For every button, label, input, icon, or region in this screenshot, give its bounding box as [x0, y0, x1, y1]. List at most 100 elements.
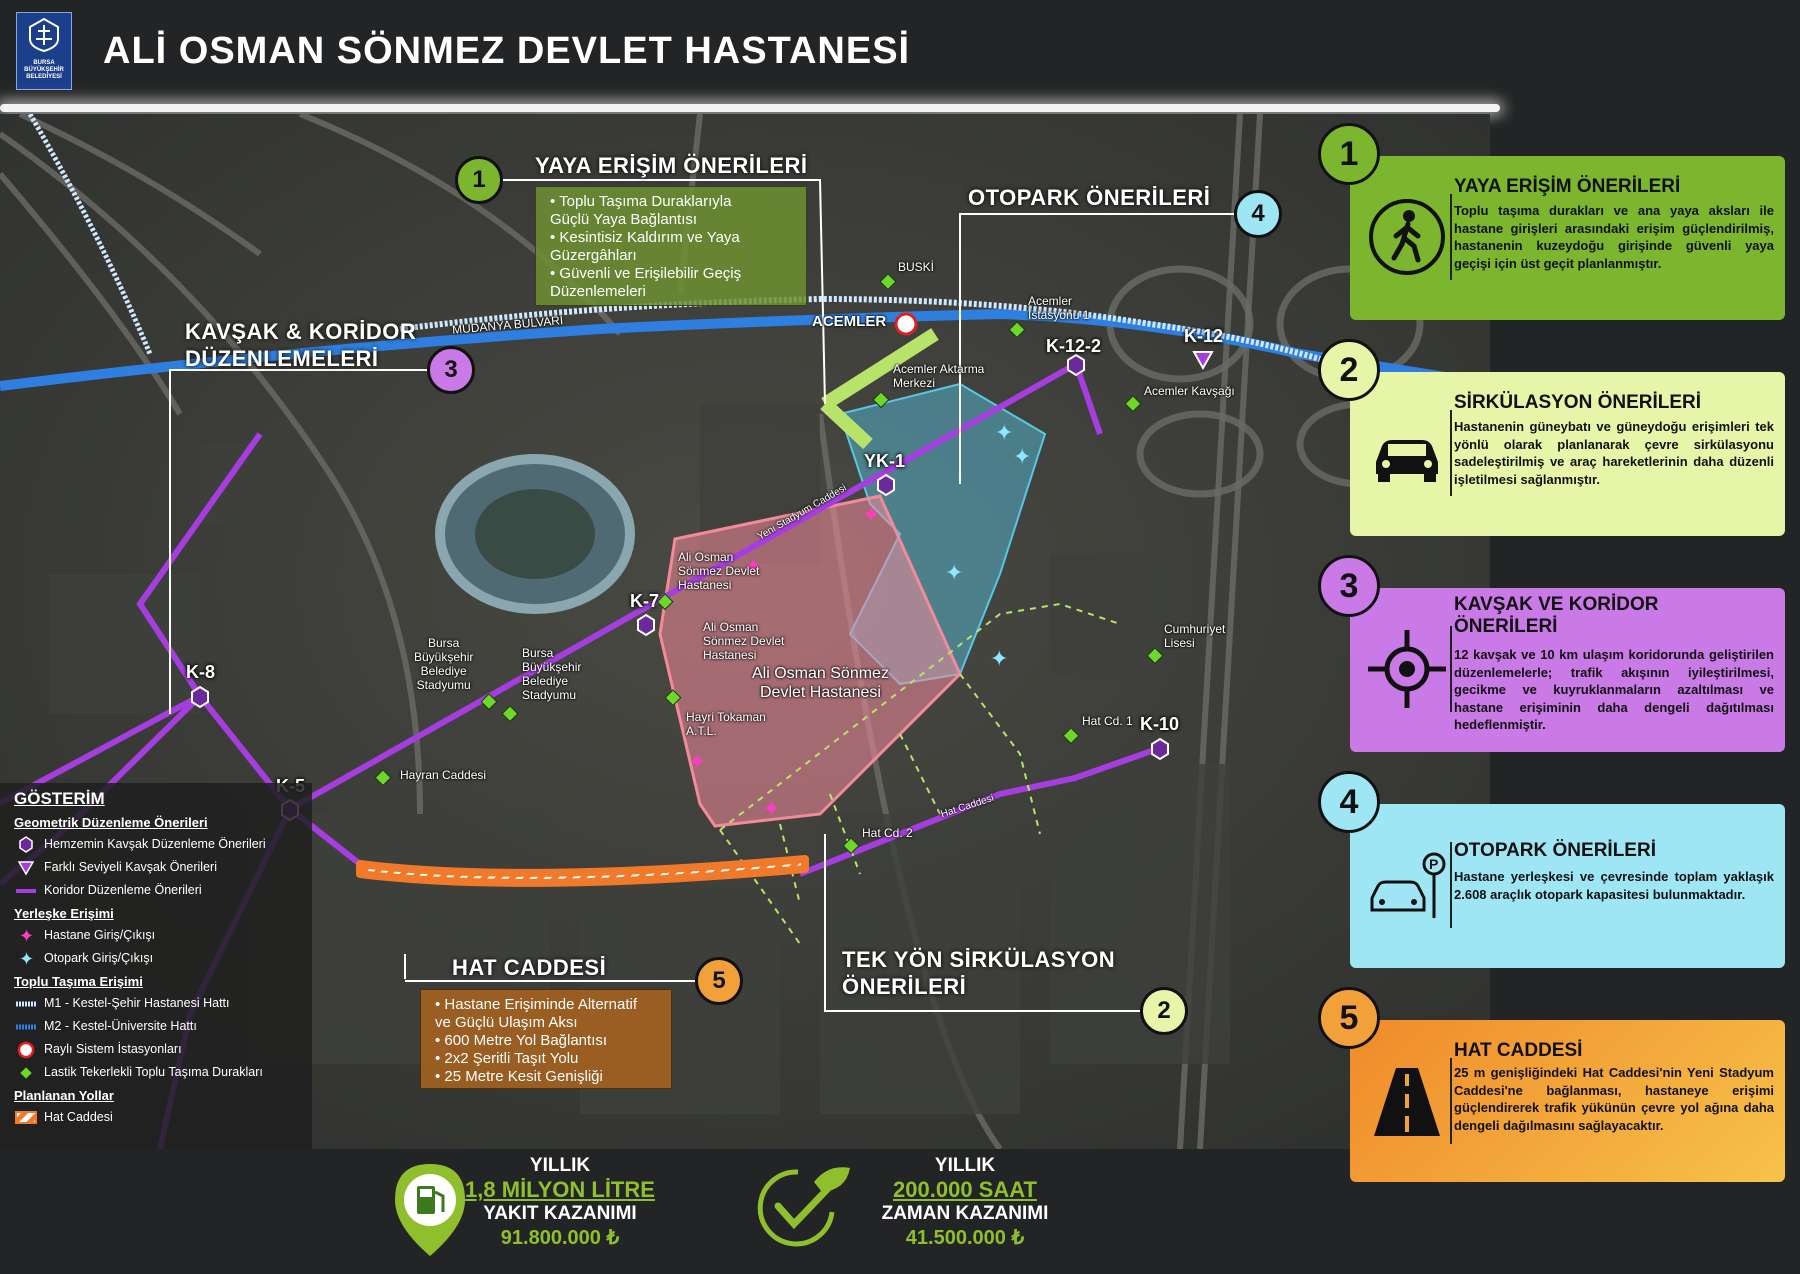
- pedestrian-link: [820, 328, 939, 450]
- logo-line-1: BURSA: [33, 60, 55, 66]
- stat-time-amount: 200.000 SAAT: [893, 1177, 1037, 1202]
- callout-title-otopark: OTOPARK ÖNERİLERİ: [968, 185, 1211, 210]
- legend: GÖSTERİM Geometrik Düzenleme Önerileri H…: [0, 783, 312, 1149]
- roundabout-icon: [1368, 630, 1446, 708]
- header: BURSA BÜYÜKŞEHİR BELEDİYESİ ALİ OSMAN SÖ…: [0, 0, 1800, 100]
- label-stadyum-1: Bursa Büyükşehir Belediye Stadyumu: [414, 636, 474, 692]
- legend-title: GÖSTERİM: [14, 789, 105, 808]
- stat-fuel-value: 91.800.000 ₺: [500, 1227, 620, 1249]
- panel-number-4: 4: [1318, 771, 1380, 833]
- panel-otopark: 4 P OTOPARK ÖNERİLERİ Hastane yerleşkesi…: [1318, 771, 1785, 968]
- label-hosp-main: Ali Osman Sönmez Devlet Hastanesi: [752, 665, 889, 701]
- m2-line: [0, 308, 1490, 391]
- panel-title-4: OTOPARK ÖNERİLERİ: [1454, 840, 1656, 861]
- legend-item-hat: Hat Caddesi: [14, 1106, 312, 1129]
- node-k10: K-10: [1140, 714, 1180, 734]
- m1-line-icon: [16, 1001, 36, 1007]
- panel-yaya: 1 YAYA ERİŞİM ÖNERİLERİ Toplu taşıma dur…: [1318, 123, 1785, 320]
- panel-title-5: HAT CADDESİ: [1454, 1040, 1583, 1061]
- legend-item-koridor: Koridor Düzenleme Önerileri: [14, 879, 312, 902]
- label-acemler: ACEMLER: [812, 313, 887, 330]
- stat-time-value: 41.500.000 ₺: [905, 1227, 1025, 1249]
- legend-section-yerleske: Yerleşke Erişimi: [14, 906, 114, 921]
- callout-title-hat: HAT CADDESİ: [452, 955, 607, 980]
- legend-section-toplu: Toplu Taşıma Erişimi: [14, 974, 143, 989]
- line-icon: [16, 889, 36, 893]
- one-way-routes: [719, 602, 1121, 945]
- check-leaf-icon: [757, 1167, 850, 1247]
- label-hayran: Hayran Caddesi: [400, 768, 487, 782]
- legend-item-hemzemin: Hemzemin Kavşak Düzenleme Önerileri: [14, 833, 312, 856]
- panel-title-3: KAVŞAK VE KORİDOR ÖNERİLERİ: [1454, 594, 1659, 637]
- label-hat-cd-2: Hat Cd. 2: [862, 826, 913, 840]
- panel-sirkulasyon: 2 SİRKÜLASYON ÖNERİLERİ Hastanenin güney…: [1318, 339, 1785, 536]
- panel-text-5: 25 m genişliğindeki Hat Caddesi'nin Yeni…: [1454, 1065, 1774, 1133]
- callout-number-4: 4: [1234, 190, 1282, 238]
- panel-text-1: Toplu taşıma durakları ve ana yaya aksla…: [1454, 203, 1774, 271]
- stat-fuel-label: YAKIT KAZANIMI: [483, 1203, 637, 1224]
- node-yk1: YK-1: [864, 451, 906, 471]
- svg-text:P: P: [1429, 856, 1438, 872]
- label-buski: BUSKİ: [898, 260, 935, 274]
- legend-item-m2: M2 - Kestel-Üniversite Hattı: [14, 1015, 312, 1038]
- road-icon: [1374, 1068, 1440, 1136]
- panel-kavsak: 3 KAVŞAK VE KORİDOR ÖNERİLERİ 12 kavşak …: [1318, 555, 1785, 752]
- label-acemler-ist: Acemler İstasyonu 1: [1028, 294, 1090, 322]
- callout-title-yaya: YAYA ERİŞİM ÖNERİLERİ: [535, 153, 808, 178]
- legend-section-planlanan: Planlanan Yollar: [14, 1088, 114, 1103]
- car-icon: [1376, 440, 1438, 482]
- legend-section-geometric: Geometrik Düzenleme Önerileri: [14, 815, 208, 830]
- page-title: ALİ OSMAN SÖNMEZ DEVLET HASTANESİ: [103, 30, 911, 72]
- legend-item-m1: M1 - Kestel-Şehir Hastanesi Hattı: [14, 992, 312, 1015]
- node-k7: K-7: [630, 591, 660, 611]
- stat-fuel-period: YILLIK: [529, 1155, 591, 1176]
- label-acemler-kavsak: Acemler Kavşağı: [1144, 384, 1235, 398]
- crest-icon: [29, 17, 59, 53]
- callout-number-5: 5: [695, 957, 743, 1005]
- panel-title-2: SİRKÜLASYON ÖNERİLERİ: [1454, 392, 1702, 413]
- bus-stop-icon: [20, 1067, 32, 1079]
- hatched-road-icon: [15, 1111, 37, 1124]
- fuel-pump-icon: [395, 1164, 465, 1256]
- legend-item-lastik: Lastik Tekerlekli Toplu Taşıma Durakları: [14, 1061, 312, 1084]
- callout-box-hat: • Hastane Erişiminde Alternatif ve Güçlü…: [420, 989, 672, 1089]
- triangle-icon: [17, 861, 35, 876]
- node-k12: K-12: [1184, 326, 1224, 346]
- callout-title-kavsak: KAVŞAK & KORİDOR DÜZENLEMELERİ: [185, 319, 417, 371]
- m2-line-icon: [16, 1024, 36, 1030]
- callout-number-3: 3: [427, 346, 475, 394]
- callout-leaders: [169, 179, 1240, 1012]
- node-k8: K-8: [186, 662, 216, 682]
- logo-line-2: BÜYÜKŞEHİR: [24, 67, 64, 73]
- callout-box-yaya: • Toplu Taşıma Duraklarıyla Güçlü Yaya B…: [535, 186, 807, 306]
- label-aktarma: Acemler Aktarma Merkezi: [893, 362, 985, 390]
- svg-text:✦: ✦: [19, 949, 34, 969]
- panel-number-2: 2: [1318, 339, 1380, 401]
- label-hat-cd-1: Hat Cd. 1: [1082, 714, 1133, 728]
- pedestrian-icon: [1369, 199, 1445, 275]
- map-view[interactable]: 1 YAYA ERİŞİM ÖNERİLERİ • Toplu Taşıma D…: [0, 114, 1490, 1149]
- panel-number-1: 1: [1318, 123, 1380, 185]
- label-hosp-1: Ali Osman Sönmez Devlet Hastanesi: [678, 550, 760, 592]
- stat-time-label: ZAMAN KAZANIMI: [881, 1203, 1049, 1224]
- header-divider: [0, 104, 1500, 112]
- hat-caddesi-road: [356, 855, 809, 887]
- label-cumhuriyet: Cumhuriyet Lisesi: [1164, 622, 1226, 650]
- pink-star-icon: ✦: [19, 926, 34, 946]
- panel-number-3: 3: [1318, 555, 1380, 617]
- hospital-area: [658, 494, 962, 828]
- panel-title-1: YAYA ERİŞİM ÖNERİLERİ: [1454, 176, 1681, 197]
- panel-text-3: 12 kavşak ve 10 km ulaşım koridorunda ge…: [1454, 647, 1774, 732]
- label-hayri: Hayri Tokaman A.T.L.: [686, 710, 766, 738]
- panel-number-5: 5: [1318, 987, 1380, 1049]
- stat-fuel: YILLIK 1,8 MİLYON LİTRE YAKIT KAZANIMI 9…: [440, 1155, 680, 1250]
- callout-title-tekyon: TEK YÖN SİRKÜLASYON ÖNERİLERİ: [842, 947, 1116, 999]
- label-hosp-2: Ali Osman Sönmez Devlet Hastanesi: [703, 620, 785, 662]
- logo-line-3: BELEDİYESİ: [26, 74, 62, 80]
- legend-item-hastane: ✦Hastane Giriş/Çıkışı: [14, 924, 312, 947]
- m1-line: [399, 295, 1422, 397]
- callout-number-2: 2: [1140, 987, 1188, 1035]
- legend-item-rayli: Raylı Sistem İstasyonları: [14, 1038, 312, 1061]
- callout-number-1: 1: [455, 156, 503, 204]
- blue-star-icon: ✦: [19, 949, 34, 969]
